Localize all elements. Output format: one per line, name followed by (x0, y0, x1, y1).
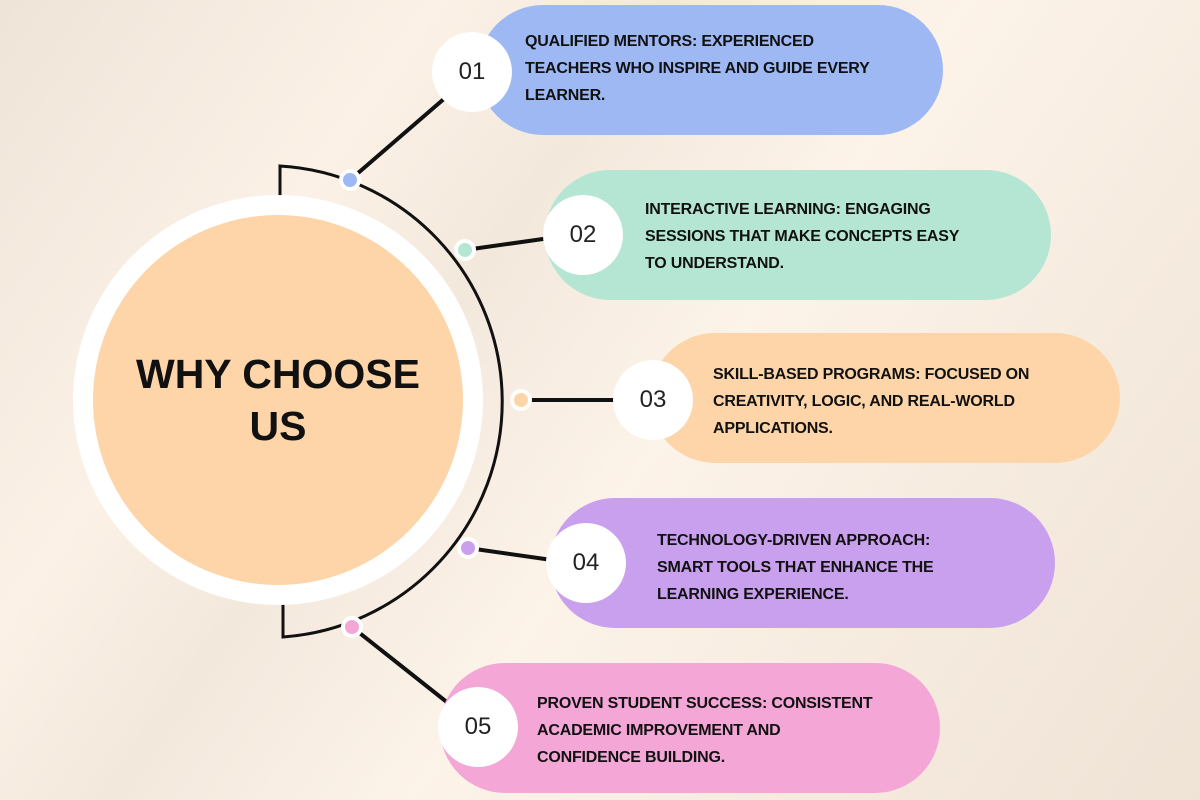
item-text-line: TEACHERS WHO INSPIRE AND GUIDE EVERY (525, 60, 870, 77)
connector-02 (464, 236, 551, 252)
item-text-line: TO UNDERSTAND. (645, 255, 784, 272)
item-text-02: INTERACTIVE LEARNING: ENGAGING SESSIONS … (645, 196, 959, 277)
dot-01 (339, 169, 361, 191)
item-text-04: TECHNOLOGY-DRIVEN APPROACH: SMART TOOLS … (657, 527, 934, 608)
item-text-line: LEARNING EXPERIENCE. (657, 586, 849, 603)
item-number-01: 01 (432, 32, 512, 112)
item-number-04: 04 (546, 523, 626, 603)
item-number-03: 03 (613, 360, 693, 440)
dot-03 (510, 389, 532, 411)
item-pill-03 (650, 333, 1120, 463)
item-number-02: 02 (543, 195, 623, 275)
item-text-line: SMART TOOLS THAT ENHANCE THE (657, 559, 934, 576)
item-number-05: 05 (438, 687, 518, 767)
item-text-line: PROVEN STUDENT SUCCESS: CONSISTENT (537, 695, 873, 712)
item-text-line: SKILL-BASED PROGRAMS: FOCUSED ON (713, 366, 1030, 383)
item-text-03: SKILL-BASED PROGRAMS: FOCUSED ON CREATIV… (713, 361, 1029, 442)
item-pill-05 (440, 663, 940, 793)
item-pill-02 (545, 170, 1051, 300)
item-text-05: PROVEN STUDENT SUCCESS: CONSISTENT ACADE… (537, 690, 873, 771)
item-text-line: QUALIFIED MENTORS: EXPERIENCED (525, 33, 814, 50)
item-text-line: TECHNOLOGY-DRIVEN APPROACH: (657, 532, 931, 549)
connector-04 (467, 546, 553, 562)
dot-02 (454, 239, 476, 261)
item-pill-01 (478, 5, 943, 135)
title-circle: WHY CHOOSE US (93, 215, 463, 585)
dot-05 (341, 616, 363, 638)
item-pill-04 (550, 498, 1055, 628)
item-text-line: LEARNER. (525, 87, 606, 104)
dot-04 (457, 537, 479, 559)
item-text-line: SESSIONS THAT MAKE CONCEPTS EASY (645, 228, 960, 245)
arc-line (278, 164, 504, 639)
item-text-line: INTERACTIVE LEARNING: ENGAGING (645, 201, 931, 218)
item-text-line: ACADEMIC IMPROVEMENT AND (537, 722, 781, 739)
title: WHY CHOOSE US (136, 351, 420, 449)
item-text-01: QUALIFIED MENTORS: EXPERIENCED TEACHERS … (525, 28, 870, 109)
item-text-line: APPLICATIONS. (713, 420, 833, 437)
connector-05 (350, 625, 450, 705)
item-text-line: CREATIVITY, LOGIC, AND REAL-WORLD (713, 393, 1015, 410)
item-text-line: CONFIDENCE BUILDING. (537, 749, 726, 766)
connector-01 (348, 96, 447, 182)
